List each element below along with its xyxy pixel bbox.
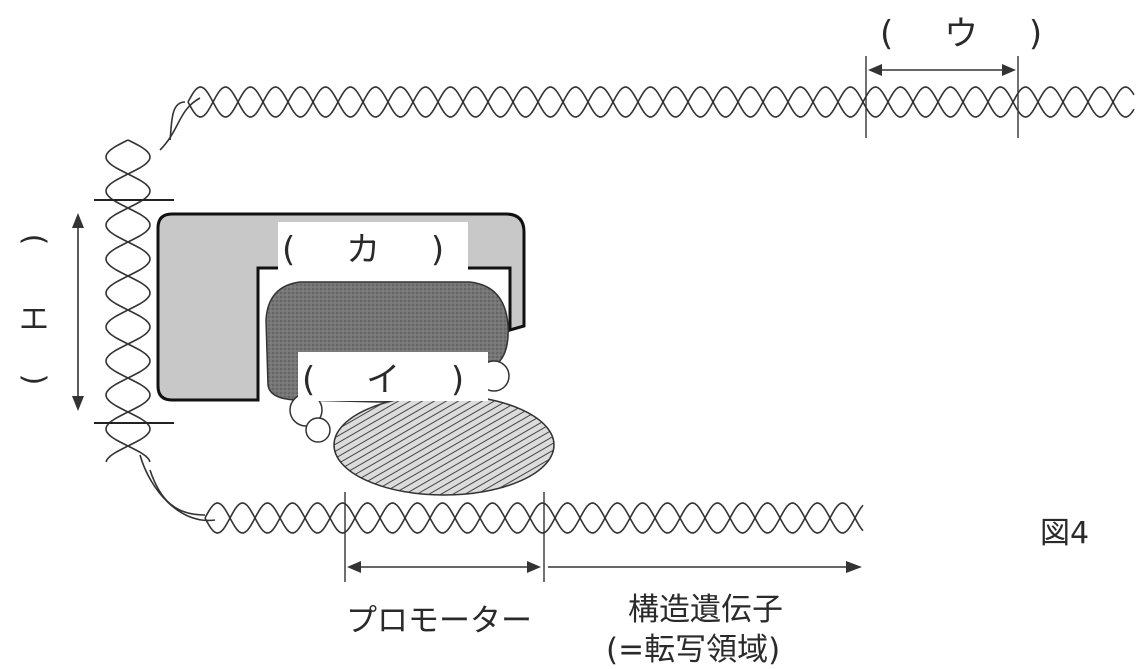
label-promoter: プロモーター [346, 603, 532, 639]
label-structural-gene: 構造遺伝子 [628, 592, 783, 628]
dna-left-strand-2 [105, 139, 151, 463]
u-arrowhead-left [868, 64, 882, 76]
dna-bottom-strand-2 [204, 502, 864, 534]
e-arrowhead-bottom [72, 396, 84, 411]
dna-left-strand-1 [105, 139, 151, 463]
dna-bottom-strand-1 [204, 502, 864, 534]
dna-strand-bottom [204, 502, 864, 534]
dna-top-strand-1 [187, 86, 1135, 118]
label-u: ( ウ ) [880, 14, 1063, 54]
dna-loop-left [105, 139, 151, 463]
label-transcription-region: (=転写領域) [606, 632, 781, 668]
gene-arrowhead-right [846, 561, 862, 573]
label-e-open: ( [16, 233, 52, 246]
dna-strand-top [187, 86, 1135, 118]
protein-hatched-ellipse [333, 394, 555, 496]
dna-corner-bottom-b [139, 454, 216, 522]
promoter-arrowhead-left [347, 561, 361, 573]
label-e-close: ) [16, 373, 52, 386]
figure-label: 図4 [1040, 516, 1090, 551]
promoter-arrowhead-right [527, 561, 541, 573]
dna-top-strand-2 [187, 86, 1135, 118]
subunit-circle-left-small [305, 417, 331, 443]
label-e-char: エ [19, 302, 49, 337]
e-arrowhead-top [72, 213, 84, 228]
dna-corner-top-b [159, 97, 201, 151]
u-arrowhead-right [1002, 64, 1016, 76]
label-i: ( イ ) [298, 352, 489, 401]
label-ka: ( カ ) [278, 222, 469, 271]
